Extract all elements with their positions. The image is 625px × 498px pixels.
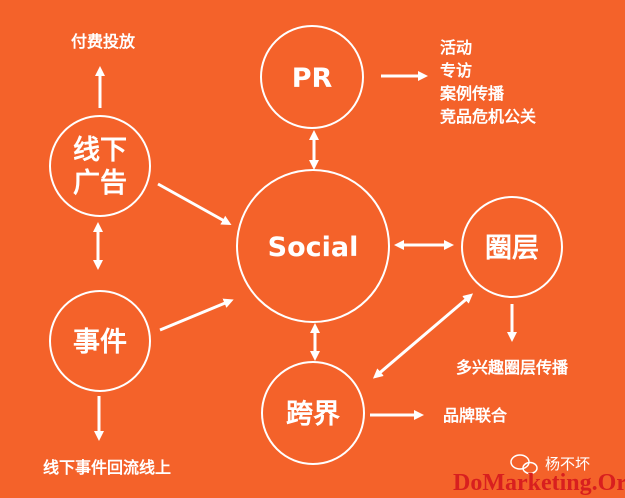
pr-item: 案例传播 bbox=[439, 84, 505, 103]
node-offline-ads-label-2: 广告 bbox=[73, 168, 127, 199]
node-social: Social bbox=[236, 169, 390, 323]
node-pr: PR bbox=[260, 25, 364, 129]
label-offline-return: 线下事件回流线上 bbox=[43, 458, 171, 477]
node-social-label: Social bbox=[268, 232, 359, 263]
node-crossover: 跨界 bbox=[261, 361, 365, 465]
watermark-site: DoMarketing.Org bbox=[453, 470, 625, 496]
node-events-label: 事件 bbox=[73, 327, 127, 358]
label-multi-interest: 多兴趣圈层传播 bbox=[456, 358, 569, 377]
node-circles: 圈层 bbox=[461, 196, 563, 298]
watermark: 杨不坏 DoMarketing.Org bbox=[453, 454, 625, 496]
node-offline-ads-label-1: 线下 bbox=[73, 135, 127, 166]
pr-item: 专访 bbox=[440, 61, 472, 80]
wechat-icon bbox=[510, 454, 538, 475]
node-circles-label: 圈层 bbox=[485, 233, 539, 264]
node-offline-ads: 线下 广告 bbox=[49, 115, 151, 217]
node-pr-label: PR bbox=[292, 63, 333, 94]
arrow-events-to-social bbox=[159, 298, 234, 332]
label-paid-placement: 付费投放 bbox=[71, 32, 136, 51]
pr-item: 竞品危机公关 bbox=[440, 107, 536, 126]
node-events: 事件 bbox=[49, 290, 151, 392]
watermark-account: 杨不坏 bbox=[545, 455, 590, 473]
pr-items-list: 活动 专访 案例传播 竞品危机公关 bbox=[439, 38, 536, 126]
arrow-offline-ads-to-social bbox=[157, 182, 232, 225]
pr-item: 活动 bbox=[440, 38, 472, 57]
node-crossover-label: 跨界 bbox=[286, 399, 340, 430]
arrow-circles-crossover bbox=[372, 293, 474, 379]
label-brand-alliance: 品牌联合 bbox=[443, 406, 508, 425]
